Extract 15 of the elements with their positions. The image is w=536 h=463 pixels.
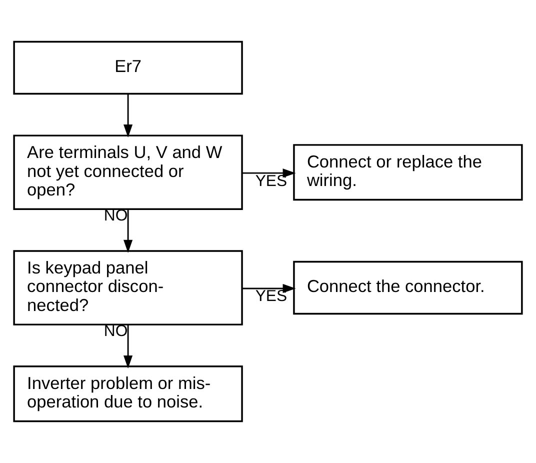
node-box: Connect or replace the wiring. <box>293 144 523 201</box>
node-box: Connect the connector. <box>293 260 523 315</box>
edge-label: YES <box>255 172 288 190</box>
edge-label: YES <box>255 288 288 306</box>
arrow <box>124 324 133 368</box>
arrow <box>124 94 133 138</box>
arrow <box>242 168 296 178</box>
node-box: Are terminals U, V and W not yet connected or open? <box>13 134 243 210</box>
edge-label: NO <box>104 322 128 340</box>
arrow <box>124 210 133 253</box>
node-box: Er7 <box>13 40 243 95</box>
node-box: Is keypad panel connector discon- nected? <box>13 250 243 326</box>
edge-label: NO <box>104 207 128 224</box>
node-box: Inverter problem or mis- operation due to noise. <box>13 366 243 422</box>
arrow <box>242 284 296 294</box>
